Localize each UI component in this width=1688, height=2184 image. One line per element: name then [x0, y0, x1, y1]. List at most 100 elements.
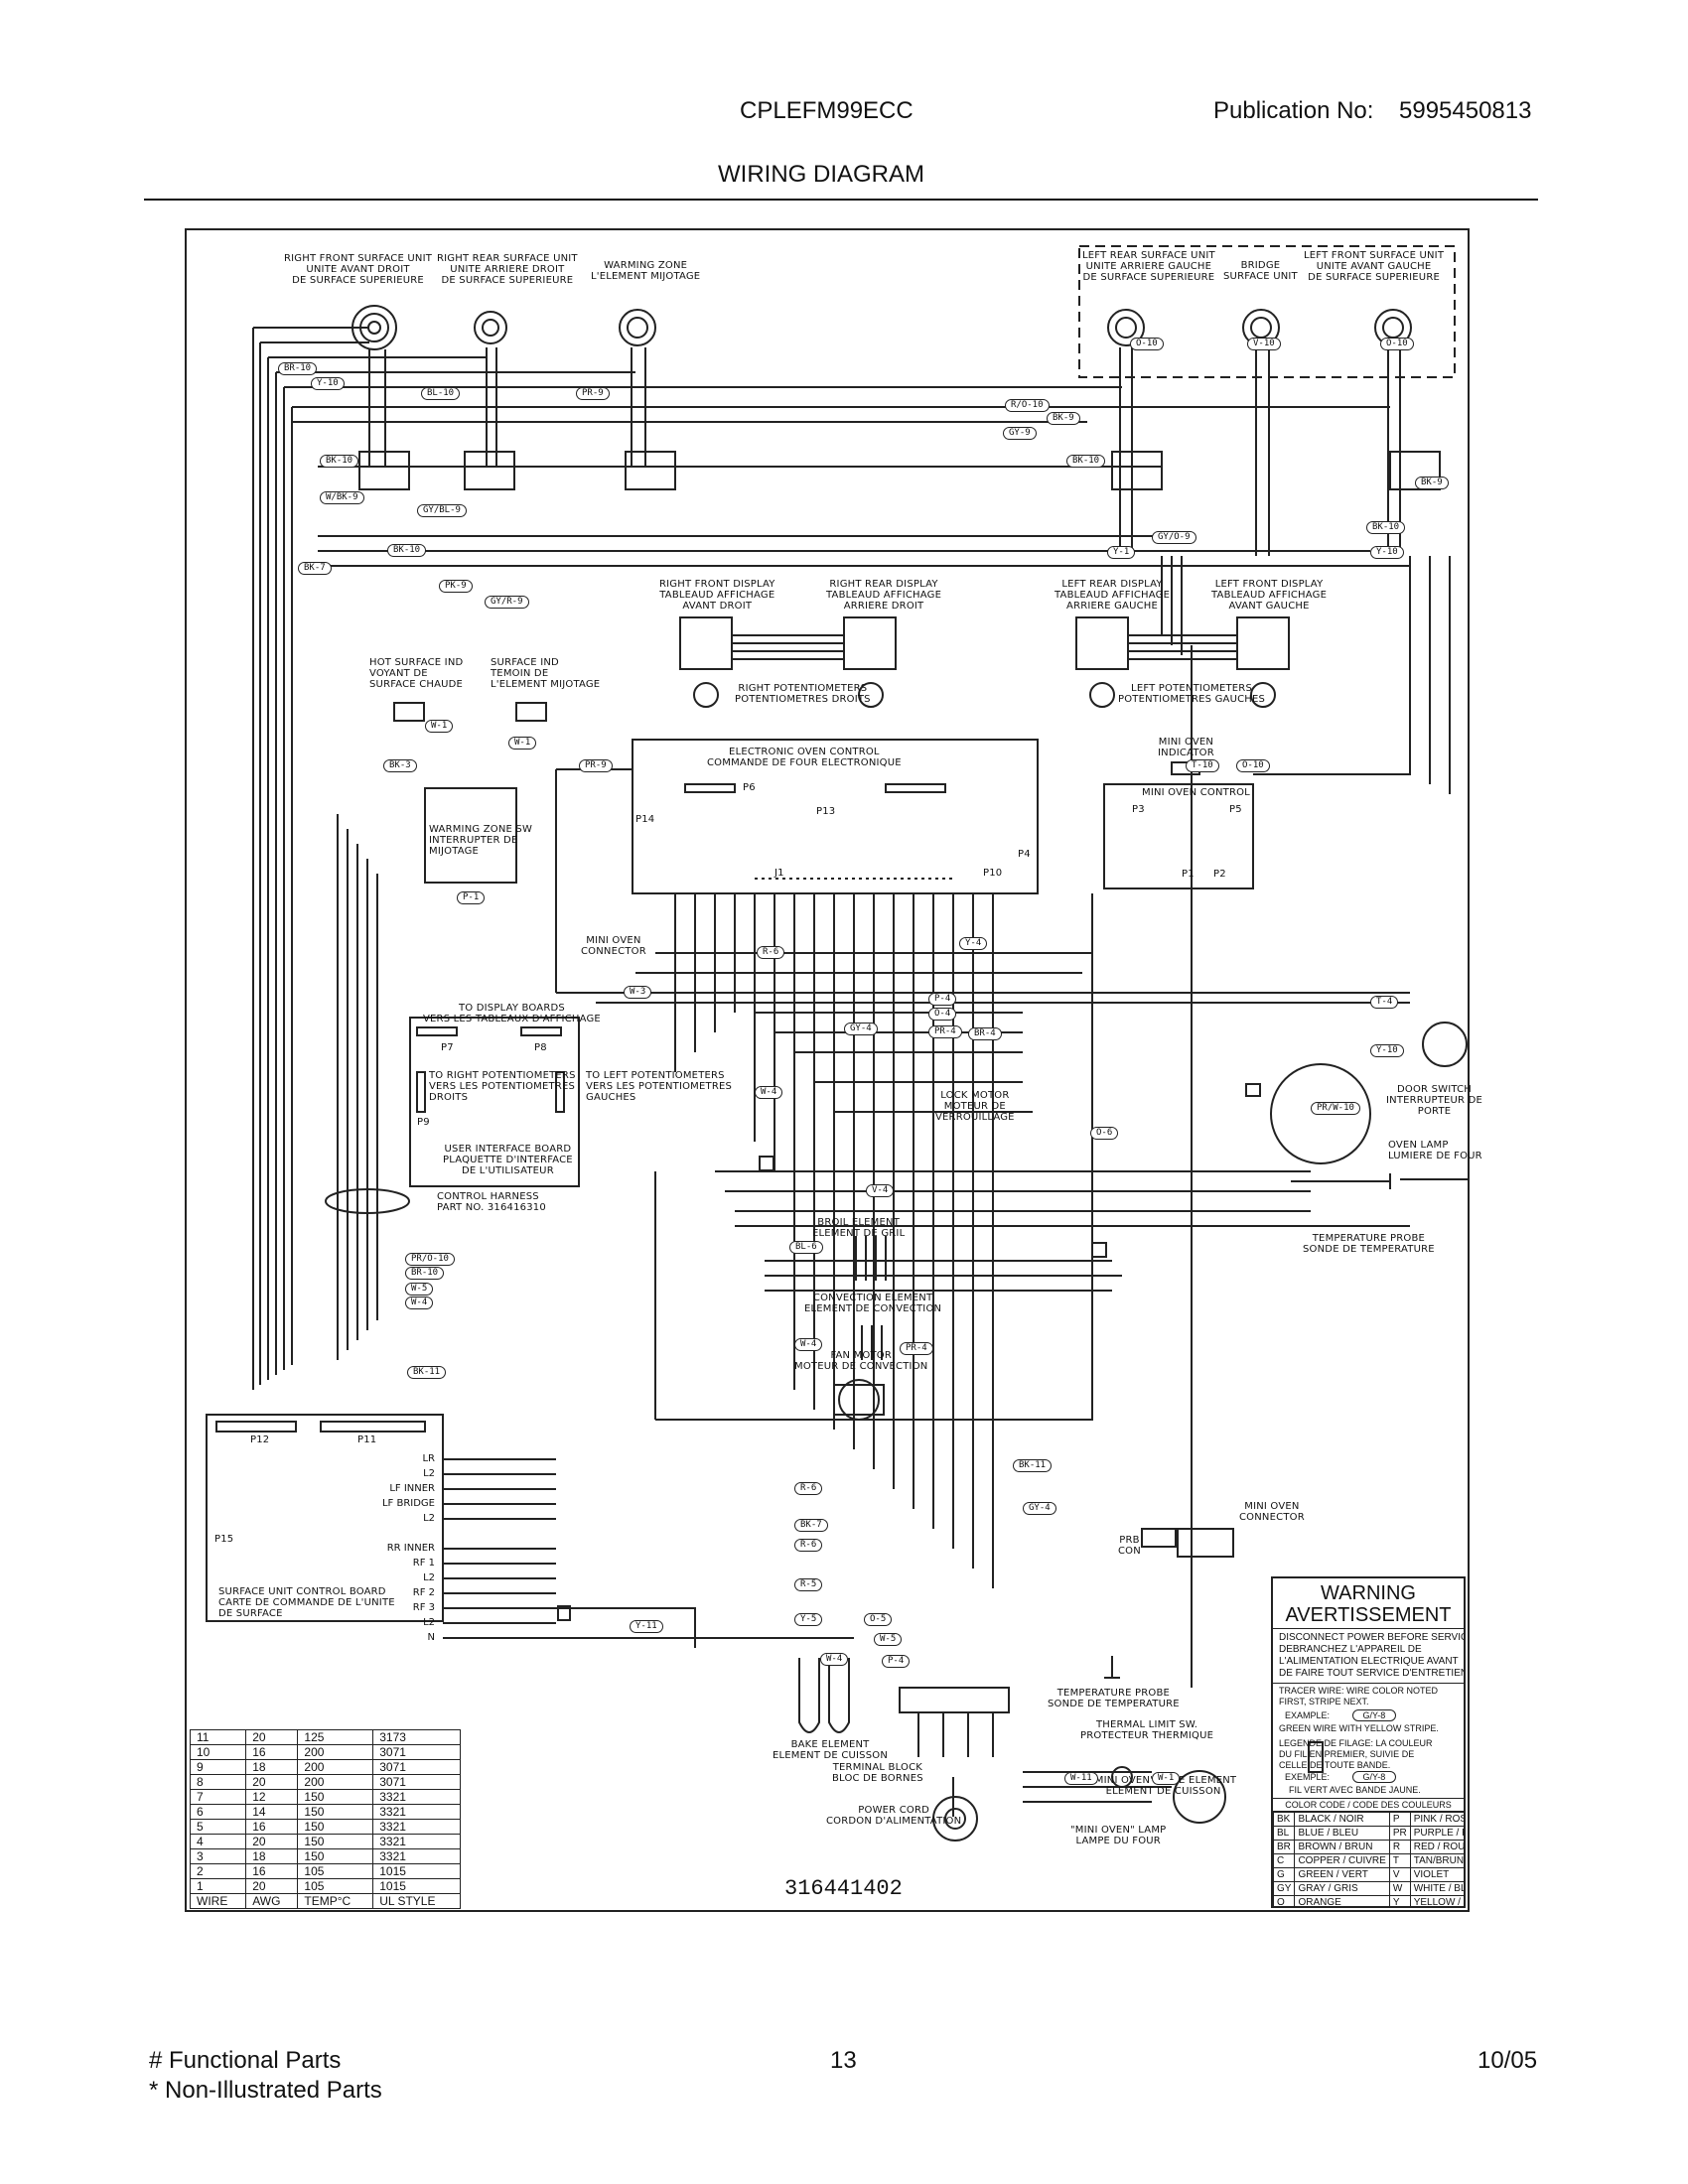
label-left-pots: LEFT POTENTIOMETERS POTENTIOMETRES GAUCH…: [1118, 683, 1266, 705]
wire-tag: PR-9: [579, 759, 613, 772]
connector-p12: P12: [250, 1434, 270, 1445]
wire-tag: O-5: [864, 1613, 893, 1626]
connector-p10: P10: [983, 868, 1003, 879]
wire-table-cell: 3321: [372, 1819, 461, 1835]
color-code-cell: BR: [1273, 1840, 1296, 1854]
wire-table-cell: 3321: [372, 1834, 461, 1849]
label-lr-display: LEFT REAR DISPLAY TABLEAUD AFFICHAGE ARR…: [1055, 579, 1171, 612]
color-code-cell: COPPER / CUIVRE: [1294, 1853, 1390, 1868]
color-code-cell: T: [1388, 1853, 1411, 1868]
label-broil: BROIL ELEMENT ELEMENT DE GRIL: [812, 1217, 906, 1239]
wire-tag: O-6: [1090, 1127, 1119, 1140]
wire-tag: P-4: [928, 993, 957, 1006]
wire-table-cell: 3321: [372, 1804, 461, 1820]
connector-p3: P3: [1132, 804, 1145, 815]
wire-table-cell: 105: [297, 1863, 374, 1879]
wire-tag: R/O-10: [1005, 399, 1050, 412]
warning-example-label-fr: EXEMPLE:: [1285, 1772, 1331, 1782]
color-code-title: COLOR CODE / CODE DES COULEURS: [1273, 1799, 1464, 1812]
label-eoc: ELECTRONIC OVEN CONTROL COMMANDE DE FOUR…: [707, 747, 902, 768]
label-lr-unit: LEFT REAR SURFACE UNIT UNITE ARRIERE GAU…: [1082, 250, 1215, 283]
bus-label: LF INNER: [389, 1483, 435, 1494]
wire-tag: BK-10: [387, 544, 427, 557]
page-title: WIRING DIAGRAM: [718, 161, 924, 188]
wire-tag: O-10: [1380, 338, 1414, 350]
model-number: CPLEFM99ECC: [740, 97, 914, 124]
bus-label: L2: [423, 1617, 435, 1628]
wire-tag: BR-4: [968, 1027, 1002, 1040]
wire-tag: BK-9: [1415, 477, 1449, 489]
lr-element-coil: [1107, 309, 1145, 346]
wire-tag: BK-10: [320, 455, 359, 468]
wire-table-cell: 3321: [372, 1848, 461, 1864]
wire-tag: GY/R-9: [485, 596, 529, 609]
label-oven-lamp: OVEN LAMP LUMIERE DE FOUR: [1388, 1140, 1482, 1161]
wire-tag: BK-3: [383, 759, 417, 772]
wire-table-cell: 18: [245, 1759, 299, 1775]
color-code-cell: P: [1388, 1812, 1411, 1827]
label-to-right-pots: TO RIGHT POTENTIOMETERS VERS LES POTENTI…: [429, 1070, 576, 1103]
bus-label: L2: [423, 1513, 435, 1524]
footer-functional-parts: # Functional Parts: [149, 2047, 342, 2074]
label-bake: BAKE ELEMENT ELEMENT DE CUISSON: [773, 1739, 889, 1761]
bus-label: RF 3: [412, 1602, 435, 1613]
wire-tag: PR-4: [900, 1342, 933, 1355]
warning-disconnect: DISCONNECT POWER BEFORE SERVICING DEBRAN…: [1273, 1629, 1464, 1684]
connector-p15: P15: [214, 1534, 234, 1545]
wire-table-cell: AWG: [245, 1893, 299, 1909]
color-code-cell: C: [1273, 1853, 1296, 1868]
wire-table-cell: 3: [189, 1848, 247, 1864]
wiring-diagram-frame: [185, 228, 1470, 1912]
wire-tag: BK-11: [1013, 1459, 1053, 1472]
left-units-dashed-box: [1078, 245, 1456, 378]
wire-table-cell: 150: [297, 1804, 374, 1820]
wire-table-cell: 3071: [372, 1759, 461, 1775]
connector-p9: P9: [417, 1117, 430, 1128]
label-rf-unit: RIGHT FRONT SURFACE UNIT UNITE AVANT DRO…: [284, 253, 433, 286]
wire-tag: PR-9: [576, 387, 610, 400]
label-mini-oven-control: MINI OVEN CONTROL: [1142, 787, 1250, 798]
label-temp-probe: TEMPERATURE PROBE SONDE DE TEMPERATURE: [1303, 1233, 1435, 1255]
wire-tag: BK-11: [407, 1366, 447, 1379]
label-hot-surface: HOT SURFACE IND VOYANT DE SURFACE CHAUDE: [369, 657, 464, 690]
warning-example-note-fr: FIL VERT AVEC BANDE JAUNE.: [1273, 1784, 1464, 1799]
wire-tag: W-5: [405, 1283, 434, 1296]
warning-tracer: TRACER WIRE: WIRE COLOR NOTED FIRST, STR…: [1279, 1686, 1439, 1706]
wire-table-cell: 8: [189, 1774, 247, 1790]
bus-label: L2: [423, 1572, 435, 1583]
color-code-cell: O: [1273, 1895, 1296, 1906]
wire-table-cell: 9: [189, 1759, 247, 1775]
warning-legend-fr: LEGENDE DE FILAGE: LA COULEUR DU FIL EN …: [1279, 1738, 1433, 1770]
wire-tag: Y-4: [959, 937, 988, 950]
wire-tag: PK-9: [439, 580, 473, 593]
wire-tag: V-4: [866, 1184, 895, 1197]
label-terminal-block: TERMINAL BLOCK BLOC DE BORNES: [832, 1762, 923, 1784]
label-sucb: SURFACE UNIT CONTROL BOARD CARTE DE COMM…: [218, 1586, 395, 1619]
wire-table-cell: 20: [245, 1878, 299, 1894]
connector-p2: P2: [1213, 869, 1226, 880]
color-code-cell: BROWN / BRUN: [1294, 1840, 1390, 1854]
wire-table-cell: 150: [297, 1789, 374, 1805]
label-temp-probe-2: TEMPERATURE PROBE SONDE DE TEMPERATURE: [1048, 1688, 1180, 1709]
label-rr-unit: RIGHT REAR SURFACE UNIT UNITE ARRIERE DR…: [437, 253, 578, 286]
wire-table-cell: TEMP°C: [297, 1893, 374, 1909]
color-code-cell: RED / ROUGE: [1409, 1840, 1464, 1854]
bus-label: N: [427, 1632, 435, 1643]
warning-example-label: EXAMPLE:: [1285, 1710, 1331, 1720]
warning-title-fr: AVERTISSEMENT: [1273, 1604, 1464, 1629]
connector-p5: P5: [1229, 804, 1242, 815]
wire-table-cell: 16: [245, 1863, 299, 1879]
wire-tag: W-1: [425, 720, 454, 733]
wire-tag: W/BK-9: [320, 491, 364, 504]
wire-table-cell: 7: [189, 1789, 247, 1805]
wire-tag: Y-5: [794, 1613, 823, 1626]
wire-table-cell: 5: [189, 1819, 247, 1835]
